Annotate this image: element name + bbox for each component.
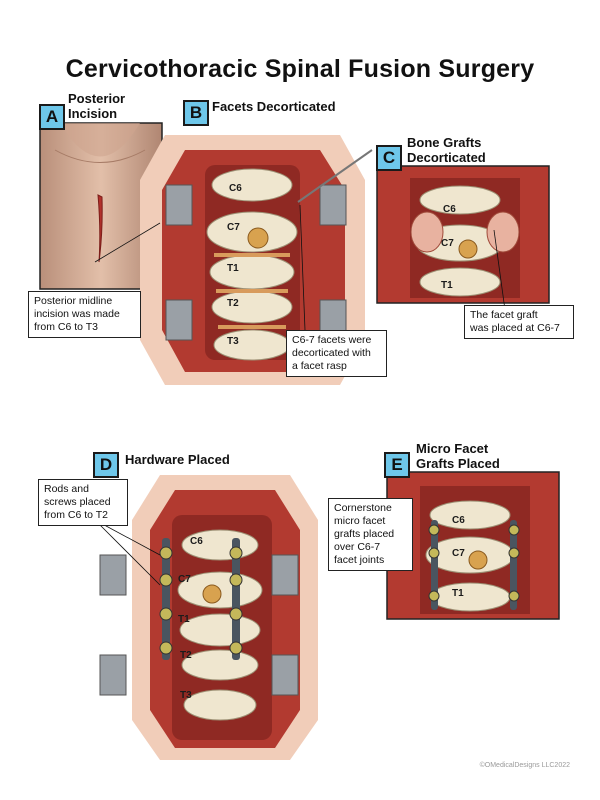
panel-e-callout-line5: facet joints xyxy=(334,554,385,566)
panel-c-level-c6: C6 xyxy=(443,204,456,215)
panel-e-badge: E xyxy=(384,452,410,478)
panel-b-level-t2: T2 xyxy=(227,298,239,309)
panel-d-badge: D xyxy=(93,452,119,478)
panel-b-level-t1: T1 xyxy=(227,263,239,274)
panel-a-callout-line3: from C6 to T3 xyxy=(34,321,98,333)
panel-e-callout-line1: Cornerstone xyxy=(334,502,392,514)
panel-d-callout-line2: screws placed xyxy=(44,496,111,508)
panel-e-callout-line2: micro facet xyxy=(334,515,386,527)
panel-c-badge: C xyxy=(376,145,402,171)
panel-d-level-t3: T3 xyxy=(180,690,192,701)
panel-b-level-t3: T3 xyxy=(227,336,239,347)
panel-b-badge: B xyxy=(183,100,209,126)
panel-a-title: Posterior Incision xyxy=(68,91,125,121)
panel-c-callout-line2: was placed at C6-7 xyxy=(470,322,560,334)
panel-a-callout-line2: incision was made xyxy=(34,308,120,320)
panel-c-title-line1: Bone Grafts xyxy=(407,135,482,150)
panel-a-callout-line1: Posterior midline xyxy=(34,295,113,307)
panel-d-level-c6: C6 xyxy=(190,536,203,547)
panel-e-title-line2: Grafts Placed xyxy=(416,456,500,471)
panel-c-title-line2: Decorticated xyxy=(407,150,486,165)
panel-c-callout-line1: The facet graft xyxy=(470,309,538,321)
copyright-notice: ©OMedicalDesigns LLC2022 xyxy=(479,762,570,769)
panel-e-callout-line4: over C6-7 xyxy=(334,541,381,553)
panel-b-callout: C6-7 facets were decorticated with a fac… xyxy=(286,330,387,377)
panel-a-callout: Posterior midline incision was made from… xyxy=(28,291,141,338)
panel-b-title: Facets Decorticated xyxy=(212,99,336,114)
panel-e-title-line1: Micro Facet xyxy=(416,441,489,456)
panel-e-callout: Cornerstone micro facet grafts placed ov… xyxy=(328,498,413,571)
panel-b-level-c6: C6 xyxy=(229,183,242,194)
panel-d-level-c7: C7 xyxy=(178,574,191,585)
panel-a-badge: A xyxy=(39,104,65,130)
panel-d-callout-line1: Rods and xyxy=(44,483,89,495)
panel-a-title-line1: Posterior xyxy=(68,91,126,106)
panel-c-level-c7: C7 xyxy=(441,238,454,249)
panel-e-level-c6: C6 xyxy=(452,515,465,526)
panel-e-level-t1: T1 xyxy=(452,588,464,599)
panel-d-callout-line3: from C6 to T2 xyxy=(44,509,108,521)
panel-d-title: Hardware Placed xyxy=(125,452,230,467)
panel-e-callout-line3: grafts placed xyxy=(334,528,395,540)
panel-e-level-c7: C7 xyxy=(452,548,465,559)
panel-b-callout-line3: a facet rasp xyxy=(292,360,347,372)
panel-c-callout: The facet graft was placed at C6-7 xyxy=(464,305,574,339)
panel-b-callout-line2: decorticated with xyxy=(292,347,371,359)
panel-a-title-line2: Incision xyxy=(68,106,118,121)
panel-c-level-t1: T1 xyxy=(441,280,453,291)
panel-b-callout-line1: C6-7 facets were xyxy=(292,334,372,346)
panel-d-level-t2: T2 xyxy=(180,650,192,661)
panel-e-title: Micro Facet Grafts Placed xyxy=(416,441,500,471)
page-title: Cervicothoracic Spinal Fusion Surgery xyxy=(65,55,535,83)
panel-b-level-c7: C7 xyxy=(227,222,240,233)
panel-c-title: Bone Grafts Decorticated xyxy=(407,135,486,165)
panel-d-callout: Rods and screws placed from C6 to T2 xyxy=(38,479,128,526)
panel-d-level-t1: T1 xyxy=(178,614,190,625)
